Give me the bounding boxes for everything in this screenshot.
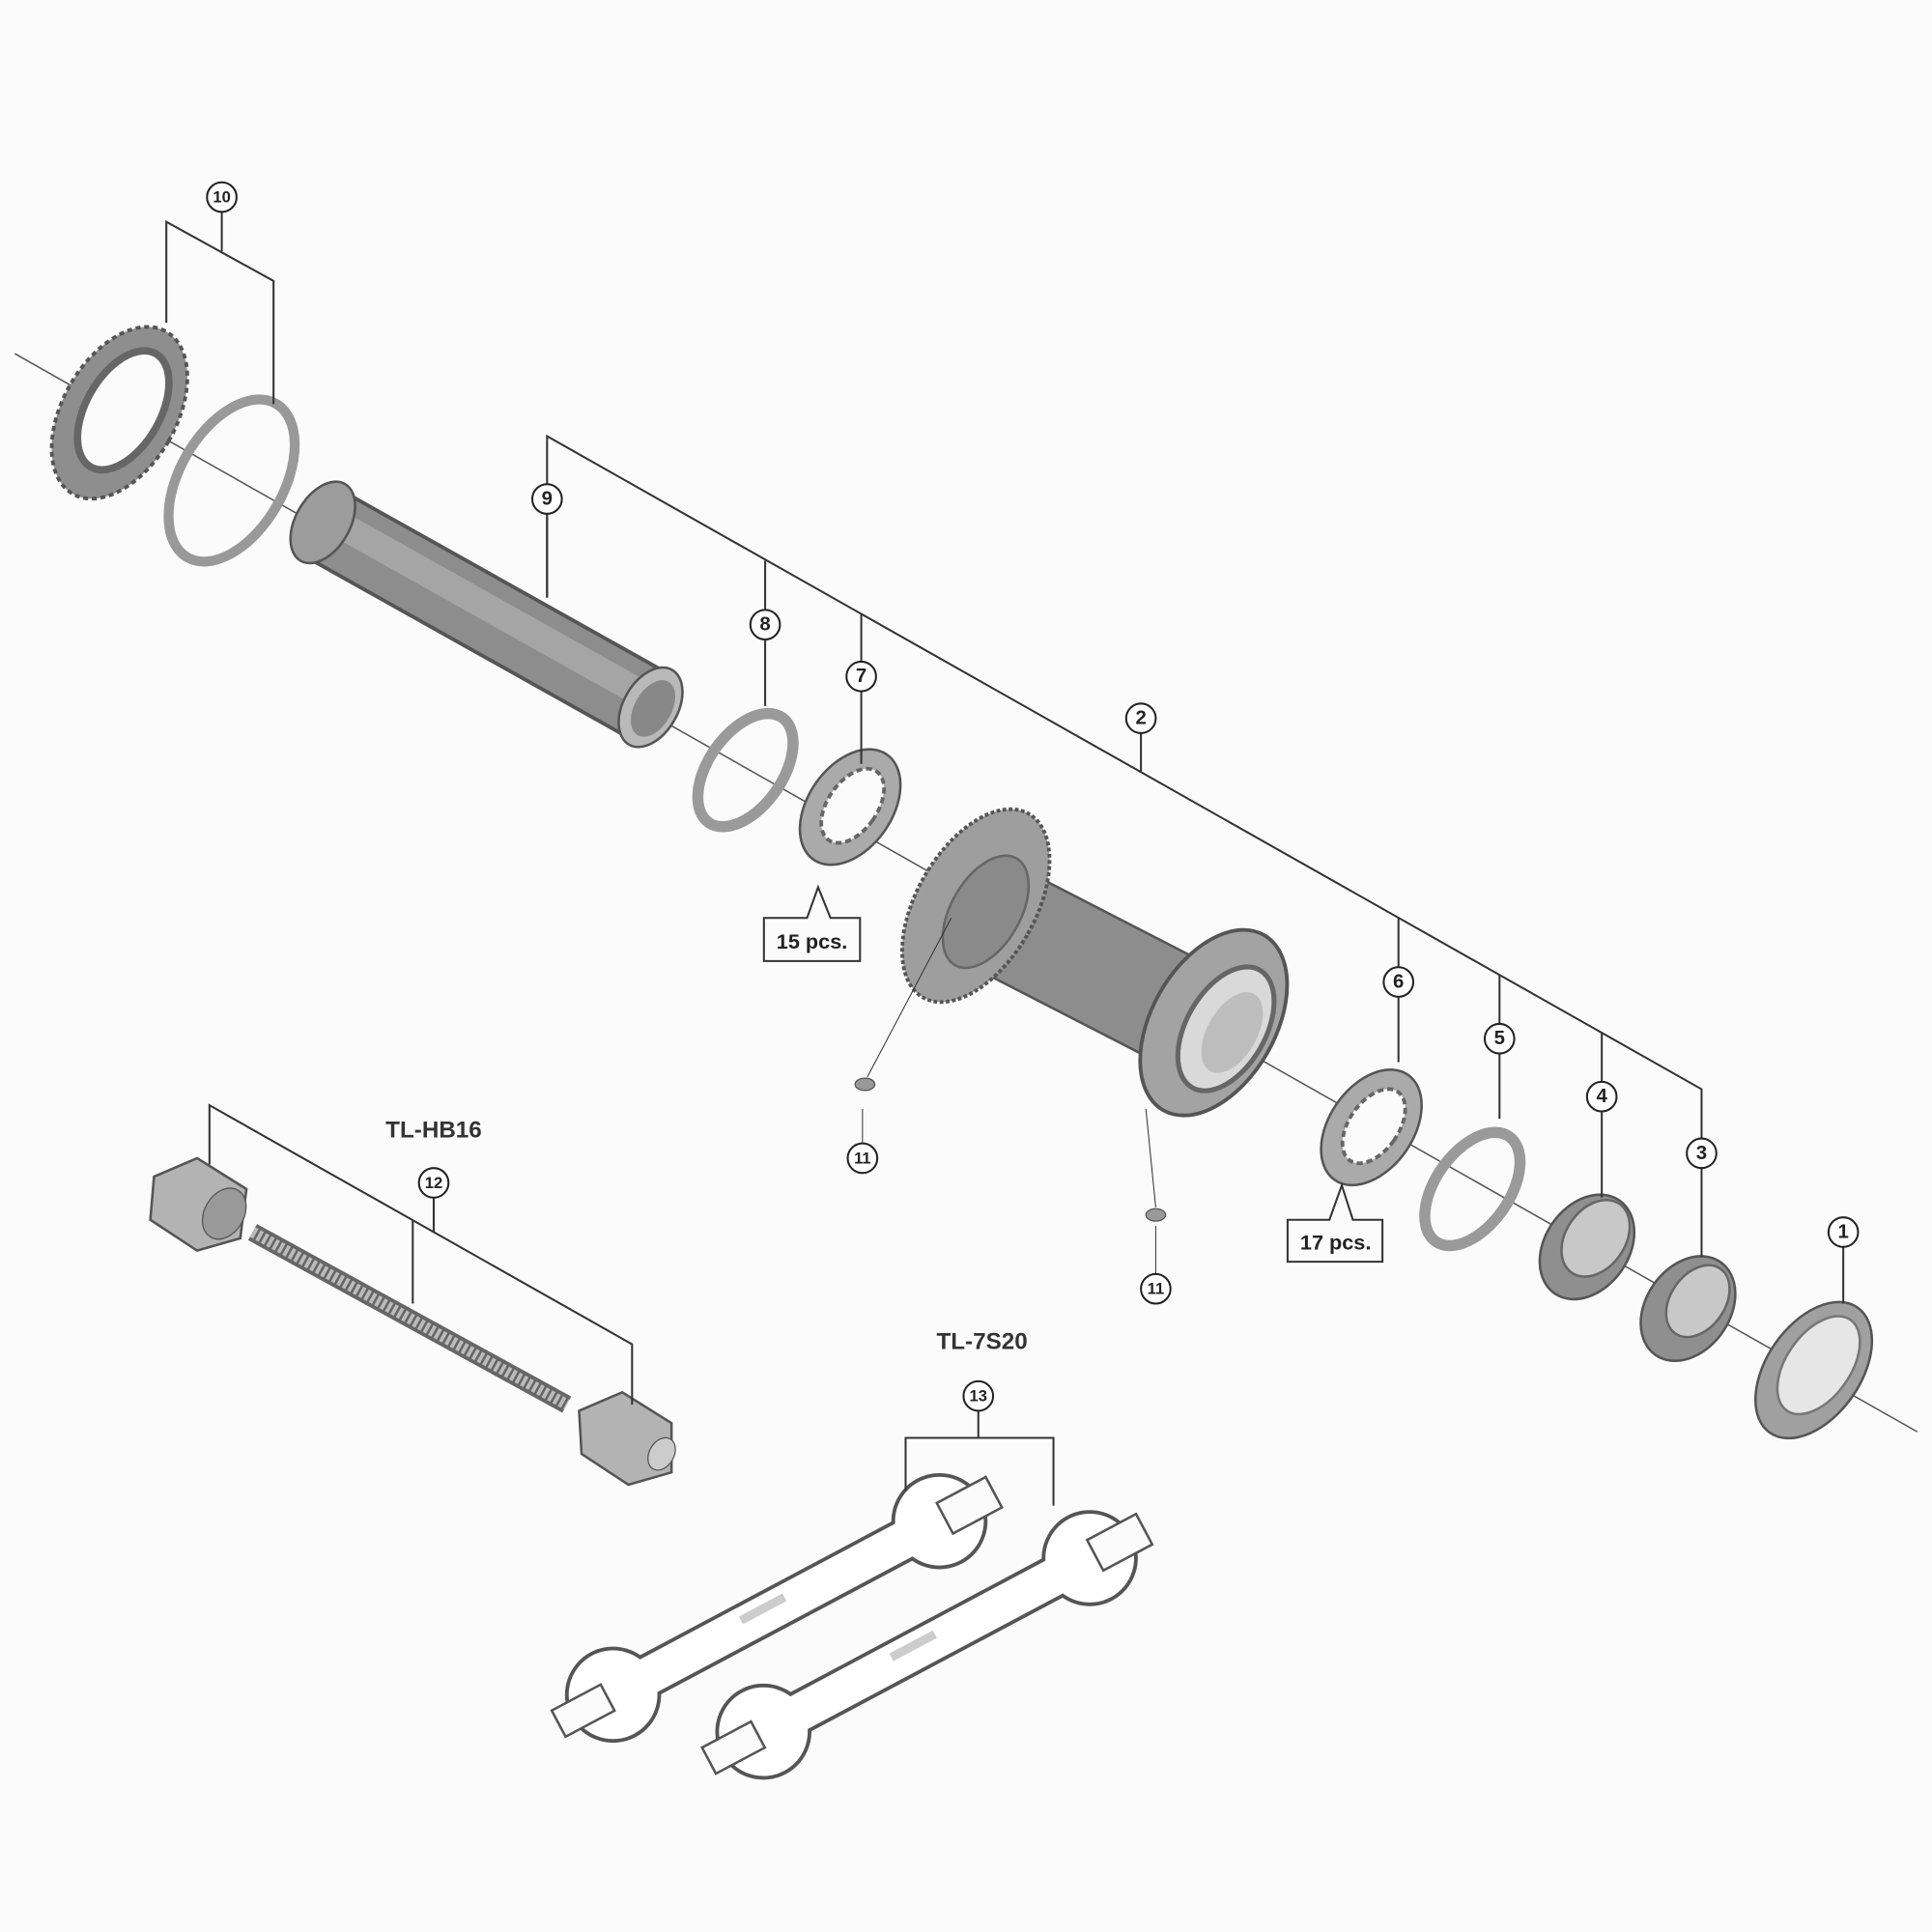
hub-body bbox=[899, 807, 1290, 1118]
part-12-hub-tool bbox=[149, 1156, 676, 1487]
svg-text:10: 10 bbox=[213, 188, 230, 207]
callout-8: 8 bbox=[749, 609, 781, 641]
svg-text:13: 13 bbox=[970, 1387, 987, 1406]
part-1-end-cap bbox=[1753, 1300, 1874, 1440]
callout-5: 5 bbox=[1483, 1022, 1516, 1055]
qty-box-15: 15 pcs. bbox=[762, 884, 862, 962]
svg-text:6: 6 bbox=[1393, 972, 1404, 993]
part-7-bearing bbox=[798, 748, 902, 867]
part-11-piece bbox=[854, 1077, 876, 1092]
part-10-washer bbox=[163, 394, 300, 567]
part-9-axle bbox=[289, 480, 684, 749]
callout-9: 9 bbox=[530, 483, 563, 515]
svg-text:4: 4 bbox=[1596, 1086, 1607, 1107]
part-8-ring bbox=[692, 707, 799, 833]
part-4-cone bbox=[1538, 1193, 1636, 1301]
qty-label-15: 15 pcs. bbox=[777, 929, 848, 953]
svg-text:2: 2 bbox=[1135, 708, 1146, 729]
callout-10: 10 bbox=[206, 181, 238, 213]
svg-text:12: 12 bbox=[425, 1174, 442, 1192]
part-11-piece bbox=[1145, 1208, 1167, 1222]
callout-11: 11 bbox=[1140, 1272, 1172, 1305]
tool-label-tl-hb16: TL-HB16 bbox=[385, 1117, 482, 1143]
part-13-wrench bbox=[550, 1472, 1004, 1744]
qty-box-17: 17 pcs. bbox=[1286, 1181, 1384, 1264]
svg-text:1: 1 bbox=[1837, 1222, 1848, 1243]
callout-3: 3 bbox=[1686, 1137, 1718, 1170]
svg-text:9: 9 bbox=[542, 489, 553, 510]
callout-7: 7 bbox=[845, 660, 877, 693]
svg-text:8: 8 bbox=[759, 614, 770, 636]
part-10-lockring bbox=[49, 325, 189, 501]
svg-text:5: 5 bbox=[1494, 1028, 1505, 1049]
callout-12: 12 bbox=[417, 1167, 450, 1199]
svg-text:7: 7 bbox=[856, 666, 867, 687]
part-5-ring bbox=[1419, 1126, 1526, 1252]
tool-label-tl-7s20: TL-7S20 bbox=[936, 1329, 1027, 1355]
part-3-cone bbox=[1639, 1255, 1737, 1362]
qty-label-17: 17 pcs. bbox=[1300, 1230, 1372, 1254]
part-6-bearing bbox=[1320, 1068, 1423, 1187]
part-13-wrench bbox=[700, 1510, 1154, 1780]
svg-text:11: 11 bbox=[1148, 1280, 1165, 1298]
svg-text:3: 3 bbox=[1696, 1143, 1707, 1164]
callout-13: 13 bbox=[962, 1379, 995, 1412]
callout-1: 1 bbox=[1827, 1216, 1860, 1248]
callout-11: 11 bbox=[846, 1142, 879, 1175]
callout-4: 4 bbox=[1585, 1080, 1618, 1113]
callout-2: 2 bbox=[1124, 702, 1157, 734]
svg-text:11: 11 bbox=[854, 1149, 871, 1167]
callout-6: 6 bbox=[1382, 966, 1415, 998]
